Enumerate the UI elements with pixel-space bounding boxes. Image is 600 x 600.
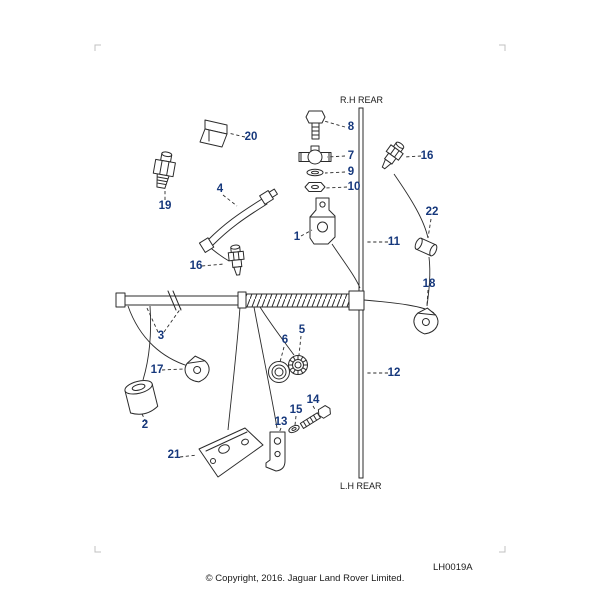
callout-5: 5 — [299, 324, 306, 336]
part-bush-22 — [414, 237, 438, 257]
part-nut-10 — [304, 182, 326, 192]
callout-3: 3 — [158, 330, 164, 342]
part-bleed-valve-16-right — [376, 138, 408, 173]
callout-21: 21 — [168, 449, 181, 461]
part-bolt-8 — [305, 110, 326, 140]
callout-8: 8 — [348, 121, 355, 133]
copyright: © Copyright, 2016. Jaguar Land Rover Lim… — [206, 573, 405, 584]
part-bracket-1 — [309, 197, 336, 245]
drawing-code: LH0019A — [433, 562, 473, 573]
part-union-7 — [298, 145, 332, 165]
callout-20: 20 — [245, 131, 258, 143]
part-washer-15 — [288, 424, 300, 434]
part-lock-washer-5 — [288, 355, 308, 375]
leader-lines — [141, 120, 432, 458]
part-bolt-14 — [299, 405, 331, 429]
callout-16-right: 16 — [421, 150, 434, 162]
label-rh-rear: R.H REAR — [340, 95, 384, 105]
label-lh-rear: L.H REAR — [340, 481, 382, 491]
part-clip-18 — [412, 306, 440, 336]
callout-19: 19 — [159, 200, 172, 212]
crop-marks — [94, 44, 506, 553]
callout-16-left: 16 — [190, 260, 203, 272]
part-clip-17 — [182, 353, 212, 385]
callout-17: 17 — [151, 364, 164, 376]
callout-13: 13 — [275, 416, 288, 428]
callout-15: 15 — [290, 404, 303, 416]
callout-10: 10 — [348, 181, 361, 193]
callout-22: 22 — [426, 206, 439, 218]
callout-4: 4 — [217, 183, 224, 195]
part-connector-19 — [152, 151, 176, 189]
part-bracket-13 — [265, 431, 286, 472]
part-cylinder-2 — [124, 380, 159, 415]
callout-9: 9 — [348, 166, 354, 178]
callout-18: 18 — [423, 278, 436, 290]
callout-12: 12 — [388, 367, 401, 379]
part-hose-4 — [198, 188, 278, 253]
part-bracket-plate-21 — [198, 427, 264, 478]
callout-11: 11 — [388, 236, 401, 248]
callout-2: 2 — [142, 419, 148, 431]
callout-7: 7 — [348, 150, 354, 162]
part-bleed-valve-16-left — [227, 243, 247, 277]
part-washer-9 — [306, 168, 324, 177]
part-pipe-3 — [115, 290, 365, 311]
callouts: 8 7 9 10 20 19 4 16 16 22 1 11 12 18 3 1… — [142, 121, 439, 461]
part-clip-20 — [199, 119, 228, 148]
callout-1: 1 — [294, 231, 301, 243]
part-grommet-6 — [268, 361, 290, 383]
callout-6: 6 — [282, 334, 288, 346]
callout-14: 14 — [307, 394, 320, 406]
